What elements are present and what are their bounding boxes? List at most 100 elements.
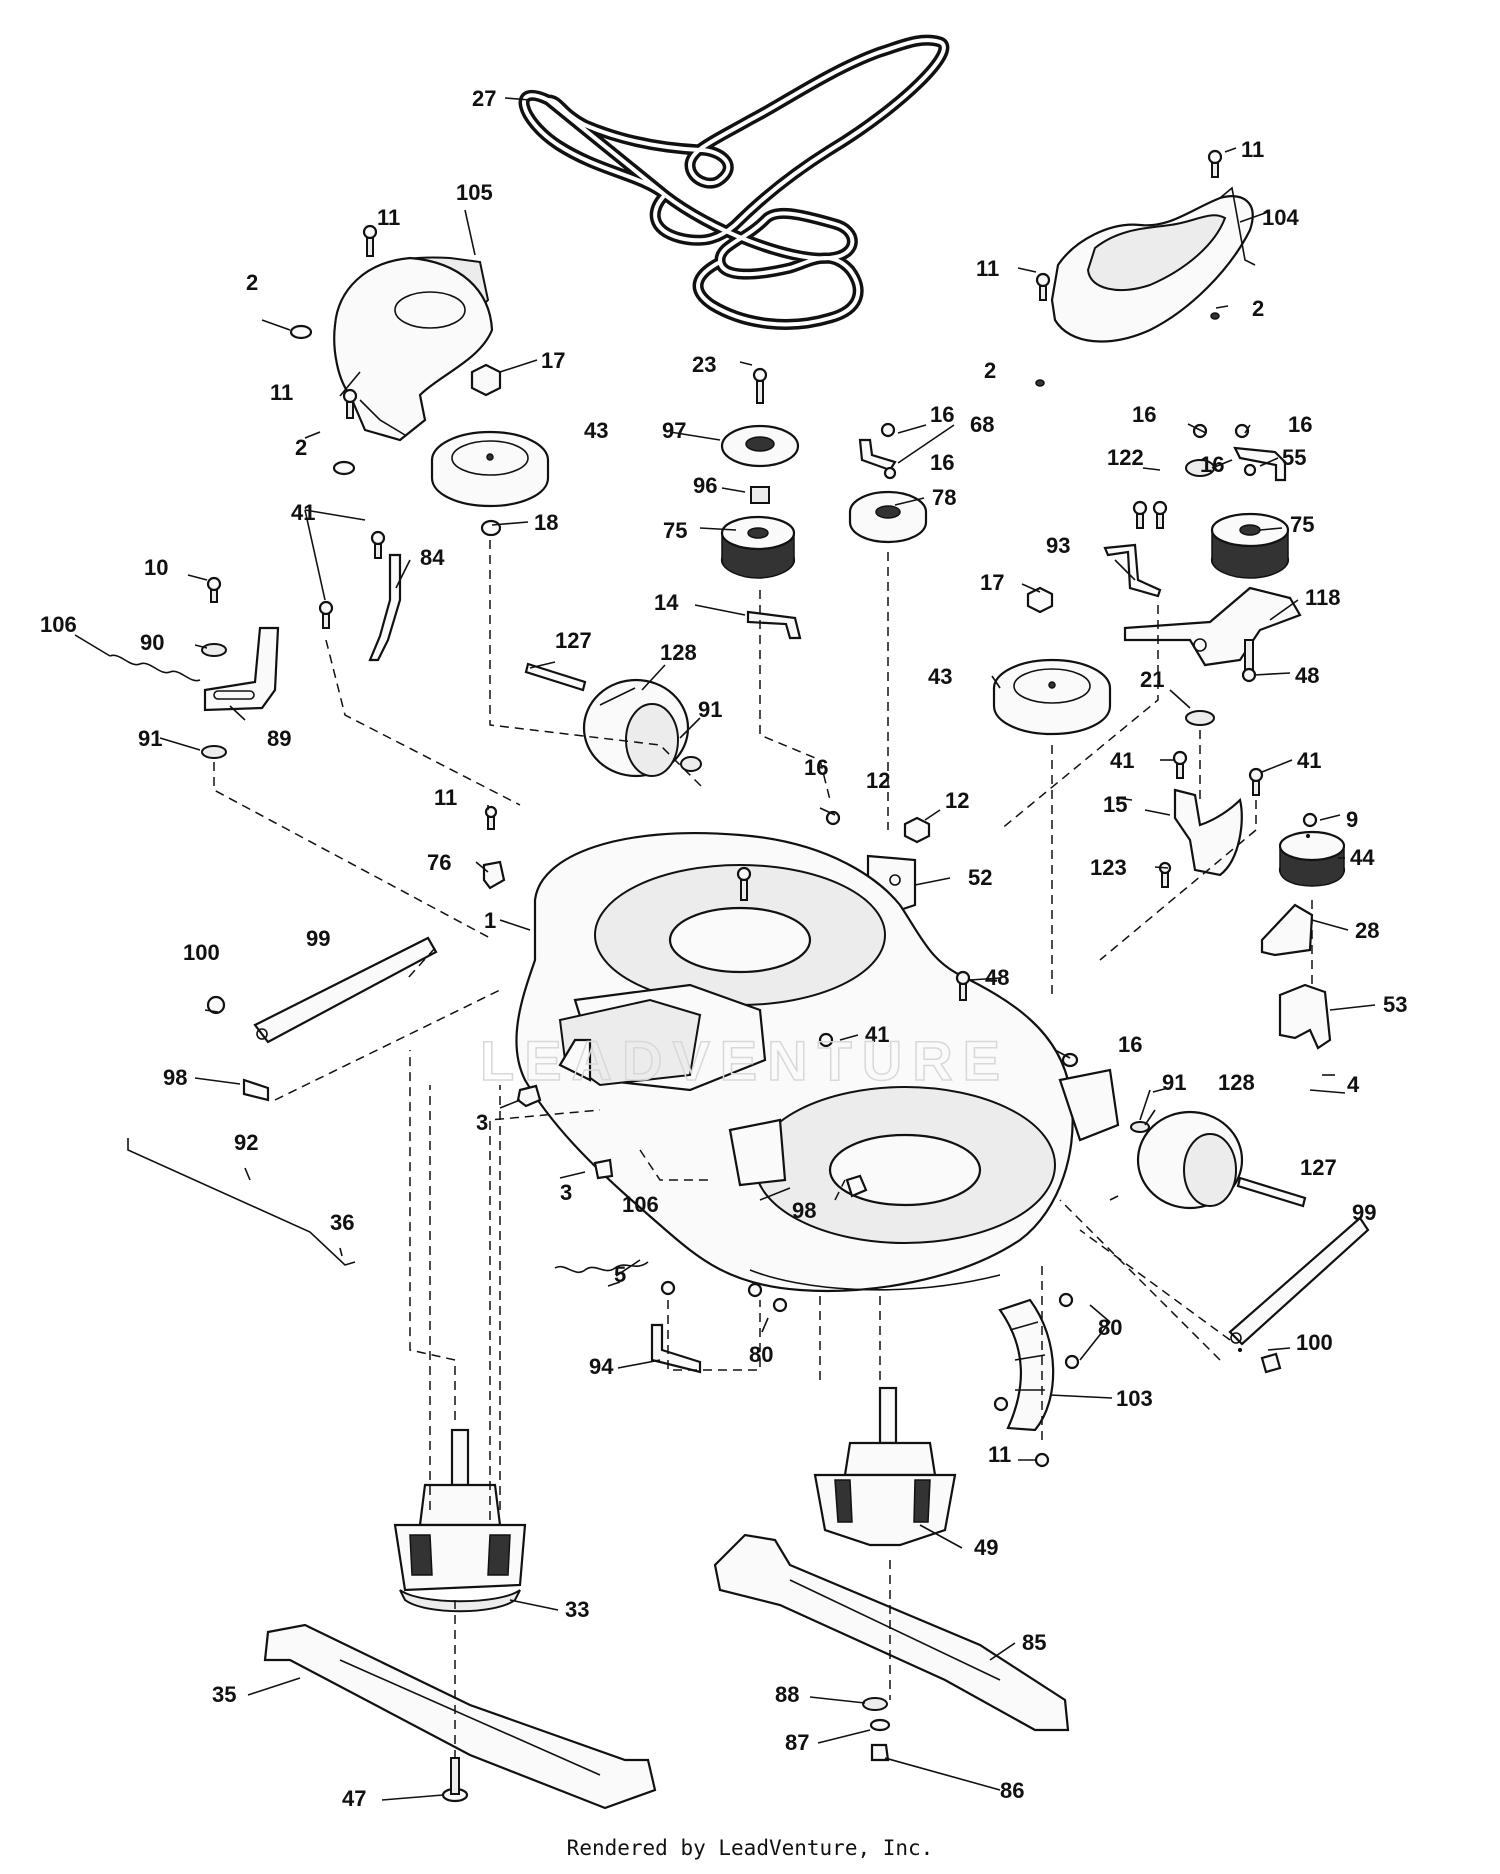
callout-122: 122 bbox=[1107, 445, 1144, 470]
bracket-14 bbox=[746, 610, 802, 640]
callout-91: 91 bbox=[698, 697, 722, 722]
callout-52: 52 bbox=[968, 865, 992, 890]
axle-127-right bbox=[1236, 1176, 1307, 1208]
pulley-43-upper bbox=[430, 430, 550, 508]
idler-pulley-75-left bbox=[720, 515, 796, 579]
callout-85: 85 bbox=[1022, 1630, 1046, 1655]
callout-91: 91 bbox=[138, 726, 162, 751]
callout-48: 48 bbox=[985, 965, 1009, 990]
callout-92: 92 bbox=[234, 1130, 258, 1155]
callout-97: 97 bbox=[662, 418, 686, 443]
callout-27: 27 bbox=[472, 86, 496, 111]
deflector-103 bbox=[998, 1298, 1055, 1432]
assembly-lines bbox=[213, 540, 1313, 1760]
callout-15: 15 bbox=[1103, 792, 1127, 817]
callout-41: 41 bbox=[865, 1022, 889, 1047]
gauge-wheel-128-left bbox=[582, 678, 690, 778]
callout-78: 78 bbox=[932, 485, 956, 510]
callout-11: 11 bbox=[377, 205, 400, 230]
callout-127: 127 bbox=[555, 628, 592, 653]
callout-128: 128 bbox=[1218, 1070, 1255, 1095]
leader-lines bbox=[74, 97, 1376, 1801]
blade-85 bbox=[713, 1533, 1070, 1732]
callout-23: 23 bbox=[692, 352, 716, 377]
bracket-15 bbox=[1173, 788, 1243, 877]
idler-pulley-78 bbox=[848, 490, 928, 544]
callout-1: 1 bbox=[484, 908, 496, 933]
pulley-97 bbox=[720, 424, 800, 468]
hardware bbox=[201, 149, 1318, 1803]
belt-cover-left bbox=[333, 256, 494, 442]
callout-3: 3 bbox=[476, 1110, 488, 1135]
callout-49: 49 bbox=[974, 1535, 998, 1560]
callout-47: 47 bbox=[342, 1786, 366, 1811]
callout-14: 14 bbox=[654, 590, 679, 615]
callout-44: 44 bbox=[1350, 845, 1375, 870]
rod-92 bbox=[127, 1138, 356, 1266]
callout-80: 80 bbox=[1098, 1315, 1122, 1340]
callout-4: 4 bbox=[1347, 1072, 1360, 1097]
callout-16: 16 bbox=[930, 402, 954, 427]
lever-84 bbox=[368, 553, 402, 662]
lift-link-99-left bbox=[253, 936, 438, 1044]
callout-128: 128 bbox=[660, 640, 697, 665]
callout-41: 41 bbox=[1297, 748, 1321, 773]
callout-16: 16 bbox=[930, 450, 954, 475]
spindle-33 bbox=[393, 1428, 527, 1613]
callout-100: 100 bbox=[1296, 1330, 1333, 1355]
callout-41: 41 bbox=[1110, 748, 1134, 773]
callout-127: 127 bbox=[1300, 1155, 1337, 1180]
callout-106: 106 bbox=[40, 612, 77, 637]
bracket-55 bbox=[1233, 446, 1287, 482]
blade-35 bbox=[263, 1623, 657, 1810]
callout-68: 68 bbox=[970, 412, 994, 437]
callout-86: 86 bbox=[1000, 1778, 1024, 1803]
callout-36: 36 bbox=[330, 1210, 354, 1235]
spacer-96 bbox=[750, 486, 770, 504]
bracket-89 bbox=[203, 626, 280, 712]
callout-84: 84 bbox=[420, 545, 445, 570]
callout-99: 99 bbox=[306, 926, 330, 951]
callout-80: 80 bbox=[749, 1342, 773, 1367]
bracket-28 bbox=[1260, 903, 1314, 957]
callout-11: 11 bbox=[270, 380, 293, 405]
pulley-43-lower bbox=[992, 658, 1112, 736]
drive-belt bbox=[518, 34, 950, 330]
callout-104: 104 bbox=[1262, 205, 1299, 230]
callout-2: 2 bbox=[984, 358, 996, 383]
callout-2: 2 bbox=[1252, 296, 1264, 321]
axle-127-left bbox=[524, 662, 587, 692]
callout-10: 10 bbox=[144, 555, 168, 580]
callout-3: 3 bbox=[560, 1180, 572, 1205]
callout-16: 16 bbox=[1118, 1032, 1142, 1057]
callout-11: 11 bbox=[1241, 137, 1264, 162]
pulley-44 bbox=[1278, 830, 1346, 887]
idler-arm-118 bbox=[1123, 586, 1302, 667]
callout-16: 16 bbox=[804, 755, 828, 780]
callout-5: 5 bbox=[614, 1262, 626, 1287]
callout-35: 35 bbox=[212, 1682, 236, 1707]
callout-98: 98 bbox=[163, 1065, 187, 1090]
callout-76: 76 bbox=[427, 850, 451, 875]
callout-17: 17 bbox=[980, 570, 1004, 595]
footer-credit: Rendered by LeadVenture, Inc. bbox=[566, 1836, 934, 1860]
callout-43: 43 bbox=[584, 418, 608, 443]
callout-103: 103 bbox=[1116, 1386, 1153, 1411]
callout-55: 55 bbox=[1282, 445, 1306, 470]
callout-90: 90 bbox=[140, 630, 164, 655]
callout-96: 96 bbox=[693, 473, 717, 498]
callout-93: 93 bbox=[1046, 533, 1070, 558]
callout-12: 12 bbox=[866, 768, 890, 793]
belt-cover-right bbox=[1050, 186, 1256, 343]
bracket-53 bbox=[1278, 983, 1332, 1050]
callout-100: 100 bbox=[183, 940, 220, 965]
callout-21: 21 bbox=[1140, 667, 1164, 692]
gauge-wheel-128-right bbox=[1136, 1110, 1244, 1210]
callout-106: 106 bbox=[622, 1192, 659, 1217]
callout-98: 98 bbox=[792, 1198, 816, 1223]
callout-89: 89 bbox=[267, 726, 291, 751]
callout-16: 16 bbox=[1132, 402, 1156, 427]
callout-11: 11 bbox=[988, 1442, 1011, 1467]
callout-43: 43 bbox=[928, 664, 952, 689]
callout-75: 75 bbox=[1290, 512, 1314, 537]
